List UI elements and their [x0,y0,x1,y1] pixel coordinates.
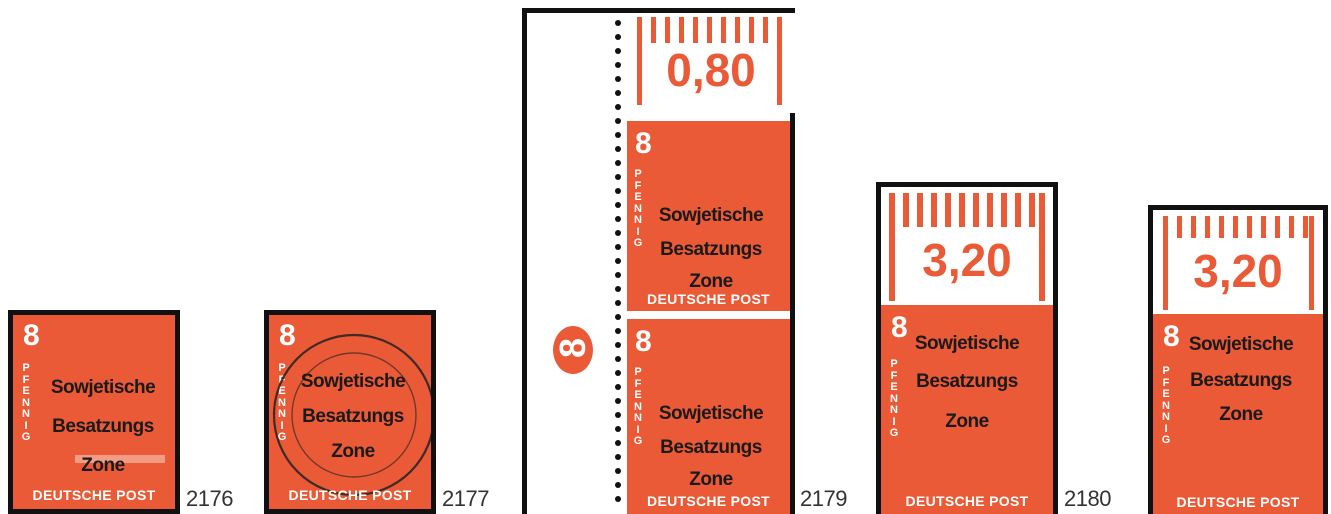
perforation-column-icon [615,20,621,502]
stamp-deutsche-post-label: DEUTSCHE POST [288,487,412,503]
stamp-deutsche-post-label: DEUTSCHE POST [647,291,770,307]
stamp-denomination: 8 [635,325,652,358]
overprint-line-3: Zone [689,469,733,490]
lot-number-2176: 2176 [186,486,233,511]
overprint-line-3: Zone [1219,404,1263,425]
plate-number: 8 [552,337,593,359]
stamp-deutsche-post-label: DEUTSCHE POST [32,487,156,503]
stamp-denomination: 8 [23,319,40,352]
overprint-line-1: Sowjetische [50,377,156,398]
stamp-deutsche-post-label: DEUTSCHE POST [905,493,1029,509]
overprint-line-3: Zone [689,271,733,292]
margin-value-320: 3,20 [922,234,1012,286]
overprint-line-2: Besatzungs [660,239,762,260]
lot-number-2179: 2179 [800,486,847,511]
lot-number-2180: 2180 [1064,486,1111,511]
postmark-cancellation-icon [272,333,431,497]
margin-value-320: 3,20 [1193,245,1283,297]
stamp-deutsche-post-label: DEUTSCHE POST [1176,494,1300,510]
top-margin-bars: 0,80 [627,13,795,113]
overprint-line-2: Besatzungs [660,437,762,458]
overprint-line-1: Sowjetische [658,205,764,226]
overprint-line-3: Zone [945,411,989,432]
top-margin-bars: 3,20 [881,187,1053,305]
overprint-line-1: Sowjetische [1188,334,1294,355]
stamp-denomination: 8 [279,319,296,352]
margin-bar-lines-icon [1163,216,1314,310]
overprint-line-3: Zone [331,441,375,462]
overprint-line-2: Besatzungs [1190,370,1292,391]
margin-value-080: 0,80 [666,44,756,96]
top-margin-bars: 3,20 [1153,210,1323,314]
overprint-line-2: Besatzungs [302,406,404,427]
stamp-deutsche-post-label: DEUTSCHE POST [647,493,770,509]
overprint-line-1: Sowjetische [658,403,764,424]
stamp-denomination: 8 [1163,320,1180,353]
left-selvage [527,13,615,514]
stamp-denomination: 8 [891,311,908,344]
overprint-line-2: Besatzungs [916,371,1018,392]
overprint-line-1: Sowjetische [300,371,406,392]
stamp-denomination: 8 [635,127,652,160]
margin-bar-lines-icon [889,193,1045,301]
lot-number-2177: 2177 [442,486,489,511]
margin-bar-lines-icon [637,17,782,105]
overprint-line-2: Besatzungs [52,416,154,437]
overprint-line-3: Zone [81,455,125,476]
plate-number-circle [553,326,593,374]
stamp-field-image [75,455,165,463]
overprint-line-1: Sowjetische [914,333,1020,354]
